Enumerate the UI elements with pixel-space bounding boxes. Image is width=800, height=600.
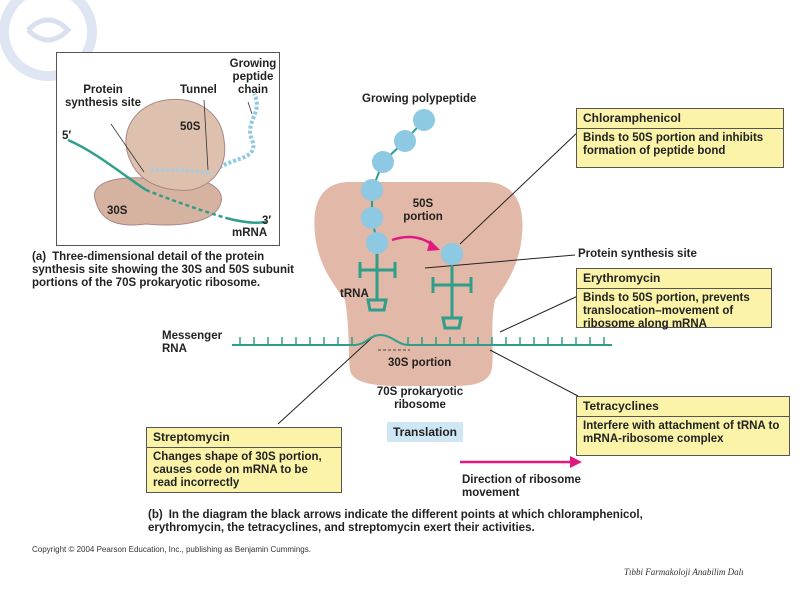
callout-chloramphenicol: Chloramphenicol Binds to 50S portion and…	[576, 108, 784, 168]
label-three-prime: 3′	[262, 215, 272, 227]
label-growing-polypeptide: Growing polypeptide	[362, 93, 477, 105]
erythromycin-title: Erythromycin	[577, 269, 771, 289]
chloramphenicol-body: Binds to 50S portion and inhibits format…	[583, 132, 764, 157]
codon-ticks	[239, 337, 605, 345]
bead-1	[413, 109, 435, 131]
caption-a: (a)Three-dimensional detail of the prote…	[32, 251, 302, 290]
label-tunnel: Tunnel	[180, 84, 217, 96]
label-50s-portion: 50S portion	[403, 198, 443, 223]
tunnel-path	[150, 168, 213, 176]
bead-7	[441, 243, 463, 265]
trna-right	[431, 258, 473, 330]
label-messenger-rna: Messenger RNA	[162, 330, 223, 355]
callout-streptomycin: Streptomycin Changes shape of 30S portio…	[146, 427, 342, 493]
translation-label: Translation	[387, 422, 464, 442]
bead-5	[361, 207, 383, 229]
chloramphenicol-title: Chloramphenicol	[577, 109, 783, 129]
label-30s-portion: 30S portion	[388, 357, 452, 369]
ribosome-shape	[314, 182, 523, 386]
arrow-erythromycin	[499, 294, 581, 333]
bead-2	[394, 130, 416, 152]
peptide-chain	[210, 93, 259, 176]
copyright-text: Copyright © 2004 Pearson Education, Inc.…	[32, 545, 311, 554]
caption-a-text: Three-dimensional detail of the protein …	[32, 251, 295, 289]
label-direction: Direction of ribosome movement	[462, 474, 581, 499]
caption-a-tag: (a)	[32, 251, 47, 263]
bead-3	[372, 151, 394, 173]
tetracyclines-title: Tetracyclines	[577, 397, 789, 417]
callout-tetracyclines: Tetracyclines Interfere with attachment …	[576, 396, 790, 456]
caption-b-text: In the diagram the black arrows indicate…	[148, 509, 643, 534]
label-70s-ribosome: 70S prokaryotic ribosome	[376, 386, 464, 411]
mrna-line	[232, 333, 612, 346]
label-five-prime: 5′	[62, 130, 72, 142]
footer-text: Tıbbi Farmakoloji Anabilim Dalı	[624, 567, 744, 577]
streptomycin-title: Streptomycin	[147, 428, 341, 448]
university-seal-logo	[0, 0, 97, 81]
mrna-strand	[67, 138, 147, 192]
label-mrna: mRNA	[232, 227, 268, 239]
streptomycin-body: Changes shape of 30S portion, causes cod…	[153, 451, 322, 489]
tetracyclines-body: Interfere with attachment of tRNA to mRN…	[583, 420, 780, 445]
label-growing-peptide-chain: Growing peptide chain	[229, 58, 277, 96]
arrow-site	[424, 254, 576, 269]
label-protein-synthesis-site-a: Protein synthesis site	[64, 84, 142, 109]
bead-6	[366, 232, 388, 254]
arrow-streptomycin	[277, 334, 376, 425]
mrna-strand-exit	[225, 216, 267, 225]
subunit-50s-shape	[125, 98, 226, 191]
arrow-chloramphenicol	[459, 129, 581, 245]
panel-a-figure	[56, 52, 280, 246]
arrow-tetracyclines	[489, 349, 579, 397]
bead-4	[361, 179, 383, 201]
label-50s: 50S	[180, 121, 201, 133]
label-trna: tRNA	[340, 288, 369, 300]
label-30s: 30S	[107, 205, 128, 217]
caption-b: (b)In the diagram the black arrows indic…	[148, 509, 708, 535]
mrna-strand-hidden	[145, 188, 227, 220]
label-protein-synthesis-site-b: Protein synthesis site	[578, 248, 697, 260]
caption-b-tag: (b)	[148, 509, 163, 521]
callout-erythromycin: Erythromycin Binds to 50S portion, preve…	[576, 268, 772, 330]
erythromycin-body: Binds to 50S portion, prevents transloca…	[583, 292, 750, 330]
